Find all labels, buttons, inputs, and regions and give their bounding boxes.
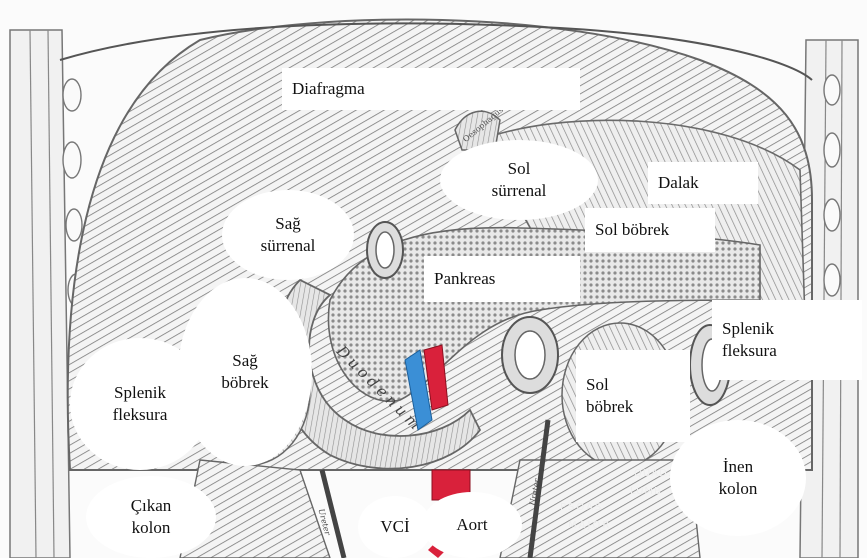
label-splenik-fleksura-left: Splenik fleksura <box>70 338 210 470</box>
label-sol-surrenal-line2: sürrenal <box>492 180 547 202</box>
label-sag-bobrek-line1: Sağ <box>232 350 258 372</box>
label-aort: Aort <box>422 492 522 558</box>
label-splenik-right-line2: fleksura <box>722 340 852 362</box>
label-vci: VCİ <box>358 496 432 558</box>
label-cikan-kolon-line2: kolon <box>132 517 171 539</box>
psoas-text: PSOAS <box>560 502 603 513</box>
label-vci-text: VCİ <box>380 516 409 538</box>
label-sag-bobrek-line2: böbrek <box>221 372 268 394</box>
label-inen-kolon-line2: kolon <box>719 478 758 500</box>
label-cikan-kolon-line1: Çıkan <box>131 495 172 517</box>
label-splenik-left-line2: fleksura <box>113 404 168 426</box>
label-sol-bobrek-line1: Sol <box>586 374 680 396</box>
major-text: MAJOR <box>568 520 611 531</box>
label-inen-kolon-line1: İnen <box>723 456 753 478</box>
label-sag-surrenal-line1: Sağ <box>275 213 301 235</box>
label-dalak: Dalak <box>648 162 758 204</box>
label-sag-surrenal: Sağ sürrenal <box>222 190 354 280</box>
lumb-text: LUMB <box>630 486 662 497</box>
label-sol-bobrek: Sol böbrek <box>576 350 690 442</box>
label-sol-bobrek-top-text: Sol böbrek <box>595 219 705 241</box>
label-aort-text: Aort <box>456 514 487 536</box>
label-sol-surrenal-line1: Sol <box>508 158 531 180</box>
label-sol-bobrek-line2: böbrek <box>586 396 680 418</box>
label-sol-surrenal: Sol sürrenal <box>440 140 598 220</box>
label-pankreas: Pankreas <box>424 256 580 302</box>
label-diafragma-text: Diafragma <box>292 78 570 100</box>
label-sol-bobrek-top: Sol böbrek <box>585 208 715 252</box>
label-diafragma: Diafragma <box>282 68 580 110</box>
label-sag-surrenal-line2: sürrenal <box>261 235 316 257</box>
quad-text: QUAD. <box>634 468 672 479</box>
label-splenik-fleksura-right: Splenik fleksura <box>712 300 862 380</box>
label-splenik-left-line1: Splenik <box>114 382 166 404</box>
label-cikan-kolon: Çıkan kolon <box>86 476 216 558</box>
label-splenik-right-line1: Splenik <box>722 318 852 340</box>
label-dalak-text: Dalak <box>658 172 748 194</box>
label-pankreas-text: Pankreas <box>434 268 570 290</box>
label-inen-kolon: İnen kolon <box>670 420 806 536</box>
left-body-wall <box>10 30 70 558</box>
